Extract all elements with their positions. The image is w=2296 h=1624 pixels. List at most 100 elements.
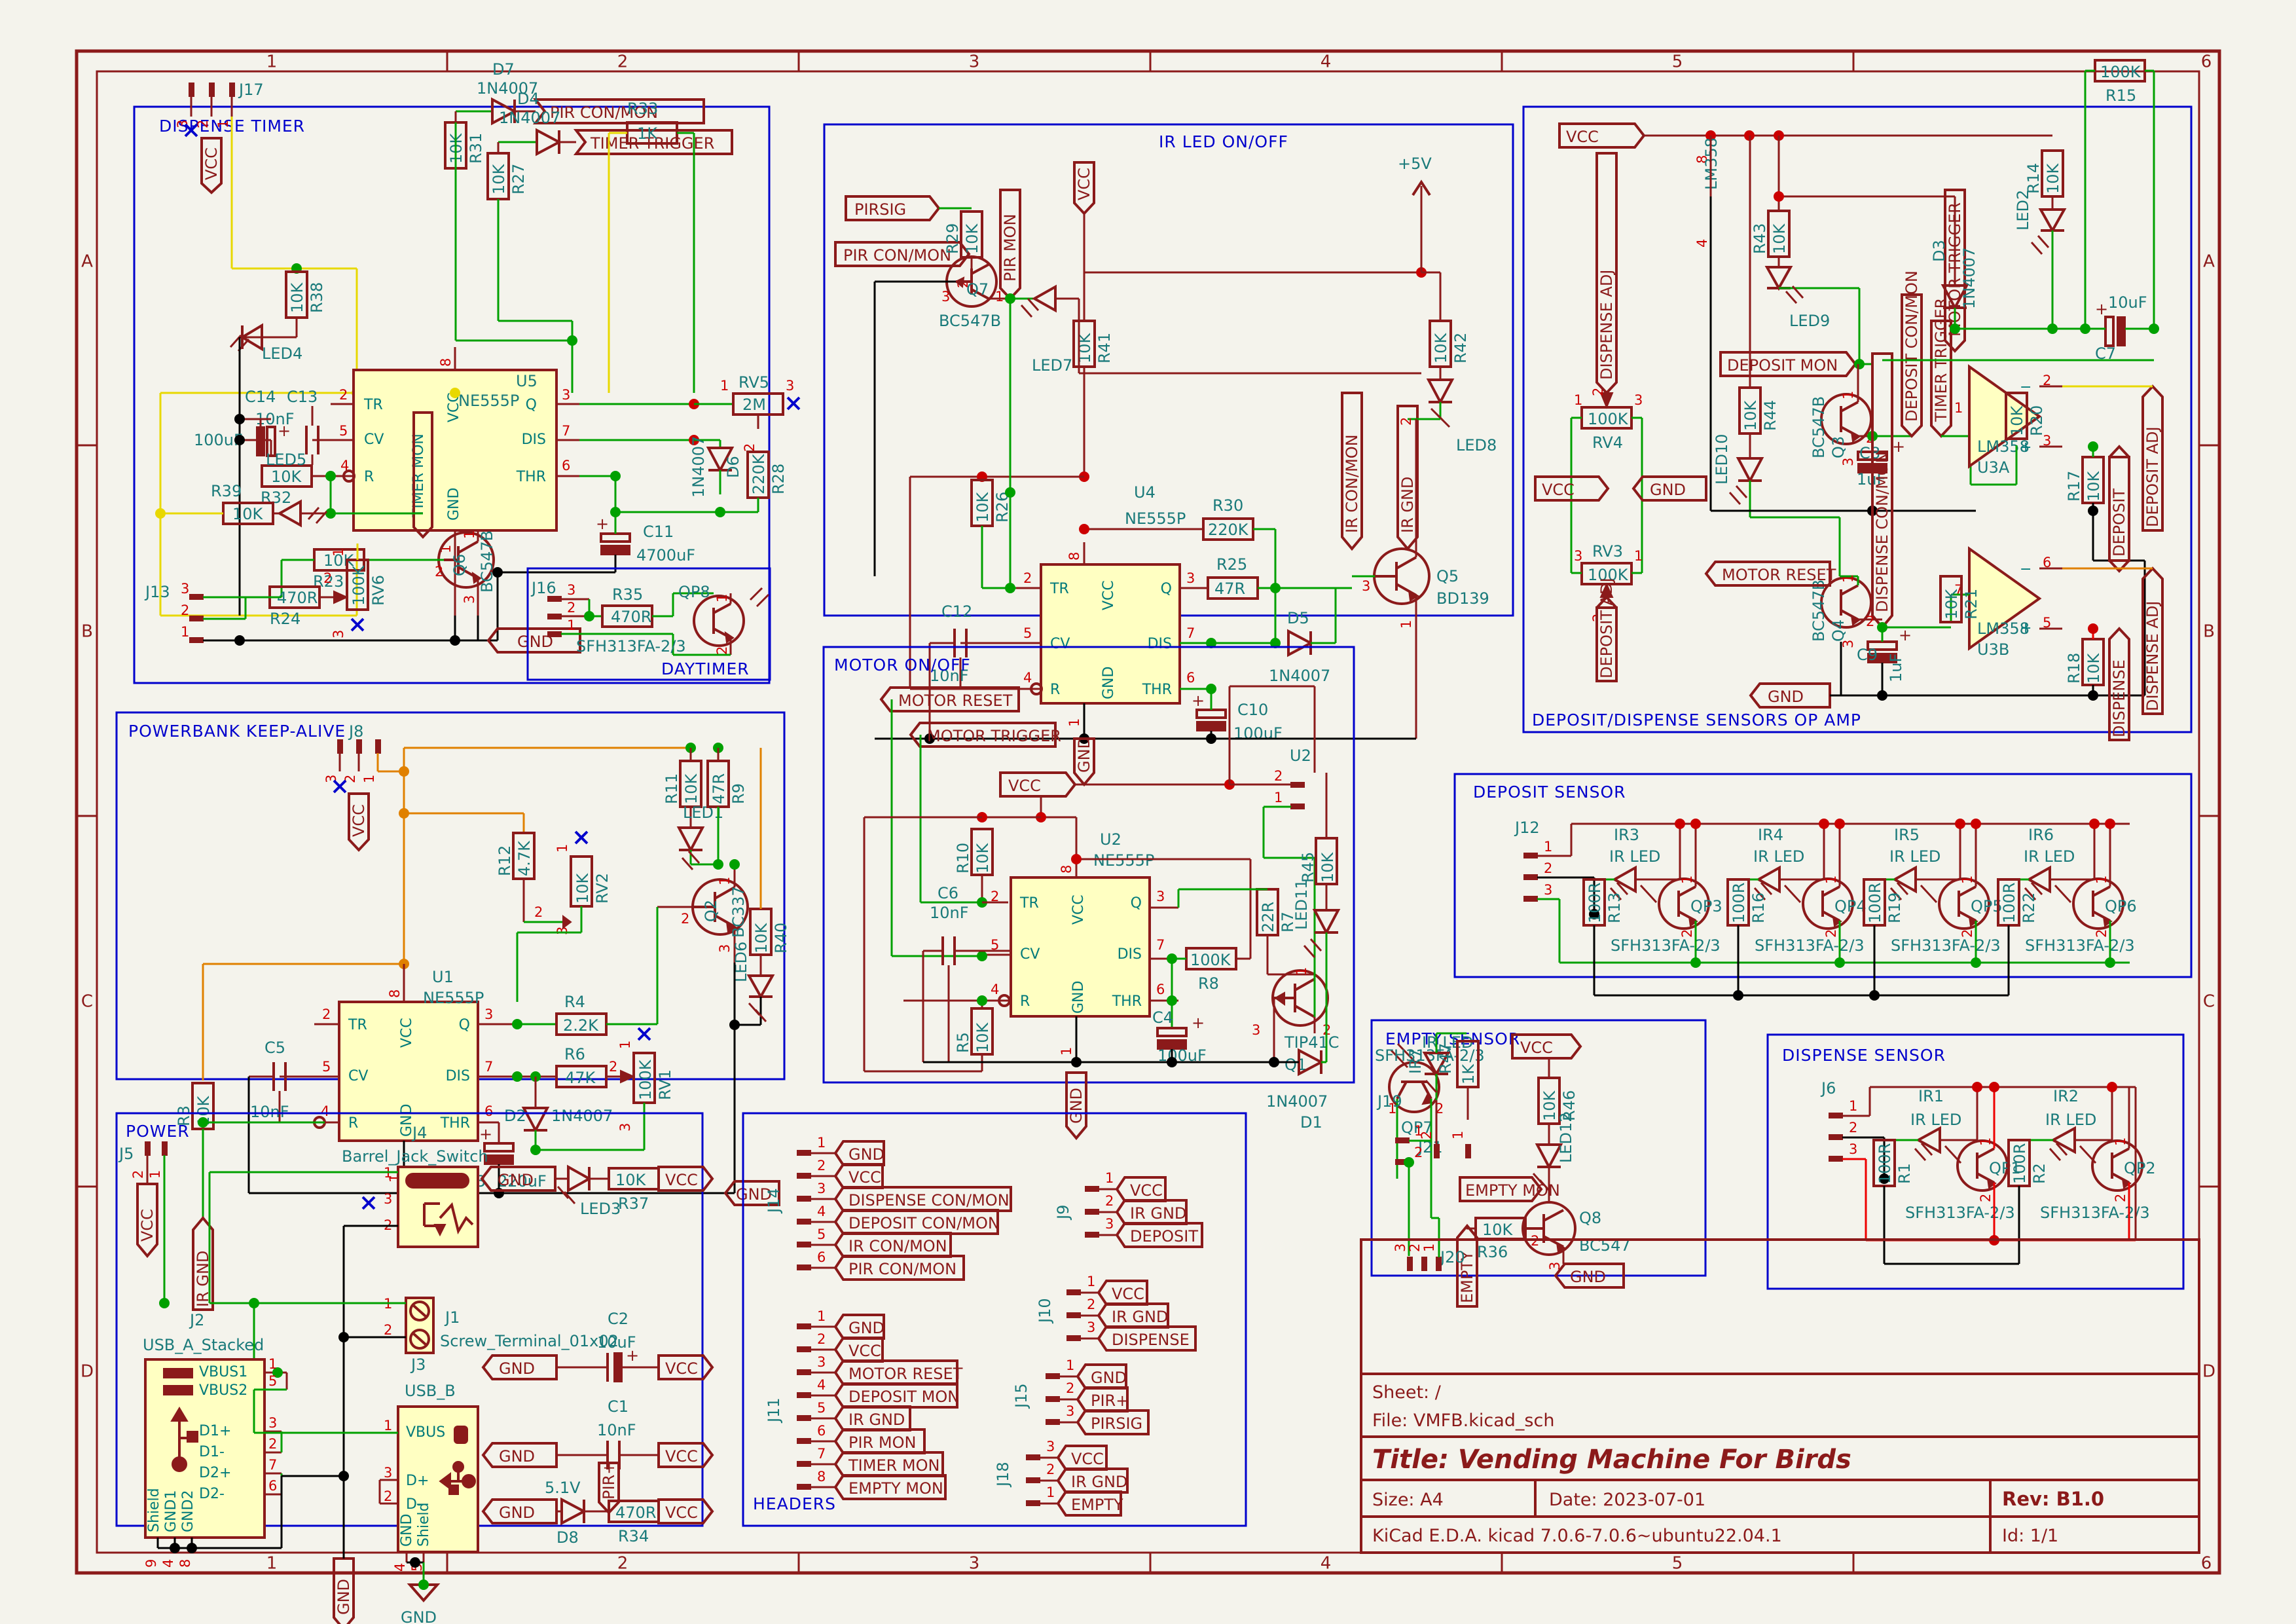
header-row[interactable]: 2 VCC <box>797 1331 884 1363</box>
pot-RV6: 100K RV6 1 3 <box>331 544 388 638</box>
header-row[interactable]: 8 EMPTY MON <box>797 1469 947 1500</box>
value-C1: 10nF <box>597 1421 636 1439</box>
diode-D2: D2 1N4007 <box>504 1077 613 1150</box>
pin-no: 2 <box>1046 1462 1055 1477</box>
svg-text:4: 4 <box>991 982 999 997</box>
connector-J7[interactable]: U2 2 1 <box>1228 685 1316 1017</box>
diode-D1: 1N4007 D1 <box>1266 998 1328 1132</box>
pin-J6-1: 1 <box>1849 1098 1857 1114</box>
svg-text:−: − <box>2020 379 2032 396</box>
connector-J3[interactable]: J3 USB_B VBUS D+ D- GND Shield 1 3 2 4 5 <box>253 1356 479 1624</box>
ref-Q8: Q8 <box>1579 1209 1601 1227</box>
svg-text:GND: GND <box>401 1608 437 1624</box>
svg-text:GND: GND <box>1101 667 1117 699</box>
ref-J17: J17 <box>238 81 264 99</box>
ref-C4: C4 <box>1152 1008 1173 1027</box>
header-row[interactable]: 3 PIRSIG <box>1046 1403 1150 1435</box>
ref-R35: R35 <box>612 585 643 604</box>
connector-J13[interactable]: J13 3 2 1 <box>144 581 282 643</box>
svg-text:DIS: DIS <box>446 1068 470 1084</box>
header-row[interactable]: 1 GND <box>797 1308 885 1340</box>
header-row[interactable]: 1 EMPTY <box>1026 1485 1123 1517</box>
ref-U4: U4 <box>1134 483 1156 502</box>
header-row[interactable]: 6 PIR MON <box>797 1423 926 1454</box>
connector-J16[interactable]: J16 3 2 1 <box>530 579 673 637</box>
connector-J2[interactable]: VBUS1 VBUS2 D1+ D1- D2+ D2- Shield GND1 … <box>143 1356 349 1568</box>
value-C5: 10nF <box>250 1103 289 1121</box>
svg-text:3: 3 <box>717 944 733 953</box>
resistor-R28: 220K R28 <box>746 451 788 512</box>
svg-text:R: R <box>348 1115 358 1132</box>
svg-text:1: 1 <box>1066 718 1082 727</box>
header-row[interactable]: 1 VCC <box>1085 1170 1167 1202</box>
deposit-channel-1: IR3 IR LED 100R R13 QP3 SFH313FA-2/3 1 2 <box>1582 819 1722 995</box>
ref-IR4: IR4 <box>1758 826 1783 844</box>
connector-J19[interactable]: J19 1 2 <box>1376 1092 1431 1256</box>
pin-J12-3: 3 <box>1544 882 1552 898</box>
header-row[interactable]: 2 IR GND <box>1026 1462 1129 1494</box>
svg-text:1: 1 <box>1954 400 1963 416</box>
header-J11[interactable]: J11 1 GND 2 VCC 3 MOTOR RESET <box>765 1308 963 1500</box>
value-J4: Barrel_Jack_Switch <box>342 1147 488 1166</box>
svg-text:2: 2 <box>1959 929 1975 938</box>
header-row[interactable]: 3 DISPENSE CON/MON <box>797 1181 1012 1212</box>
ref-R19: R19 <box>1886 893 1904 923</box>
netlabel-gnd-pb: GND <box>723 1180 780 1206</box>
pin-label: IR GND <box>848 1411 905 1429</box>
svg-text:4: 4 <box>1694 239 1710 248</box>
header-row[interactable]: 2 IR GND <box>1085 1193 1188 1225</box>
svg-text:2: 2 <box>435 564 443 580</box>
connector-J17[interactable]: J17 3 2 1 <box>175 81 264 138</box>
svg-text:2: 2 <box>714 646 730 655</box>
diode-D8: 5.1V GND D8 PIR+ <box>481 1462 620 1547</box>
header-J10[interactable]: J10 1 VCC 2 IR GND 3 DISPENSE <box>1036 1274 1197 1352</box>
svg-text:GND: GND <box>335 1579 353 1615</box>
header-row[interactable]: 5 IR CON/MON <box>797 1227 952 1258</box>
header-row[interactable]: 1 VCC <box>1066 1274 1148 1306</box>
header-J14[interactable]: J14 1 GND 2 VCC 3 DISPENSE CON/MON <box>765 1135 1012 1281</box>
svg-text:1: 1 <box>720 378 729 394</box>
block-ir-led-onoff: IR LED ON/OFF PIRSIG PIR CON/MON 10K R29… <box>823 123 1514 787</box>
connector-J1[interactable]: 1 2 J1 Screw_Terminal_01x02 <box>159 1296 619 1390</box>
svg-text:Q: Q <box>1161 581 1172 597</box>
svg-text:3: 3 <box>786 378 794 394</box>
transistor-Q4: BC547B Q4 1 2 3 <box>1810 574 1882 695</box>
header-row[interactable]: 6 PIR CON/MON <box>797 1249 965 1281</box>
ref-R36: R36 <box>1477 1243 1508 1261</box>
header-row[interactable]: 1 GND <box>1046 1357 1127 1390</box>
header-J9[interactable]: J9 1 VCC 2 IR GND 3 DEPOSIT <box>1054 1170 1203 1248</box>
svg-text:2: 2 <box>322 1006 331 1022</box>
ref-R44: R44 <box>1761 400 1779 431</box>
ref-R28: R28 <box>769 464 788 494</box>
pin-J19-2: 2 <box>1414 1145 1423 1160</box>
value-R22: 100R <box>2000 883 2018 923</box>
connector-J8[interactable]: J8 3 2 1 VCC <box>323 722 381 852</box>
diode-D6: 1N4007 D6 <box>689 436 742 498</box>
header-row[interactable]: 1 GND <box>797 1135 885 1166</box>
value-C10: 100uF <box>1233 724 1283 743</box>
connector-J20[interactable]: J20 3 2 1 <box>1393 1217 1465 1271</box>
header-row[interactable]: 4 DEPOSIT MON <box>797 1377 959 1409</box>
led-LED5: LED5 <box>266 451 423 528</box>
value-R1: 100R <box>1876 1143 1894 1184</box>
resistor-R47: R47 1K <box>1436 1040 1480 1120</box>
header-row[interactable]: 4 DEPOSIT CON/MON <box>797 1204 1000 1235</box>
connector-J5[interactable]: J5 2 1 VCC <box>118 1141 168 1303</box>
header-row[interactable]: 3 DISPENSE <box>1066 1320 1197 1352</box>
connector-J4[interactable]: J4 Barrel_Jack_Switch 1 3 2 <box>208 1124 488 1476</box>
ref-LED5: LED5 <box>266 451 306 469</box>
svg-text:4: 4 <box>392 1563 408 1572</box>
header-J18[interactable]: J18 3 VCC 2 IR GND 1 EMPTY <box>994 1439 1129 1517</box>
svg-text:8: 8 <box>438 358 454 367</box>
block-opamp: DEPOSIT/DISPENSE SENSORS OP AMP VCC 8 LM… <box>1522 59 2193 741</box>
netlabel-gnd-rv: GND <box>1631 475 1707 502</box>
header-row[interactable]: 3 DEPOSIT <box>1085 1216 1203 1248</box>
header-row[interactable]: 3 VCC <box>1026 1439 1108 1471</box>
ref-QP2: QP2 <box>2124 1159 2156 1177</box>
svg-text:+: + <box>1192 692 1205 710</box>
svg-text:VCC: VCC <box>399 1018 415 1048</box>
value-R43: 10K <box>1770 223 1789 254</box>
header-J15[interactable]: J15 1 GND 2 PIR+ 3 PIRSIG <box>1012 1357 1150 1435</box>
ref-D2: D2 <box>504 1107 526 1125</box>
